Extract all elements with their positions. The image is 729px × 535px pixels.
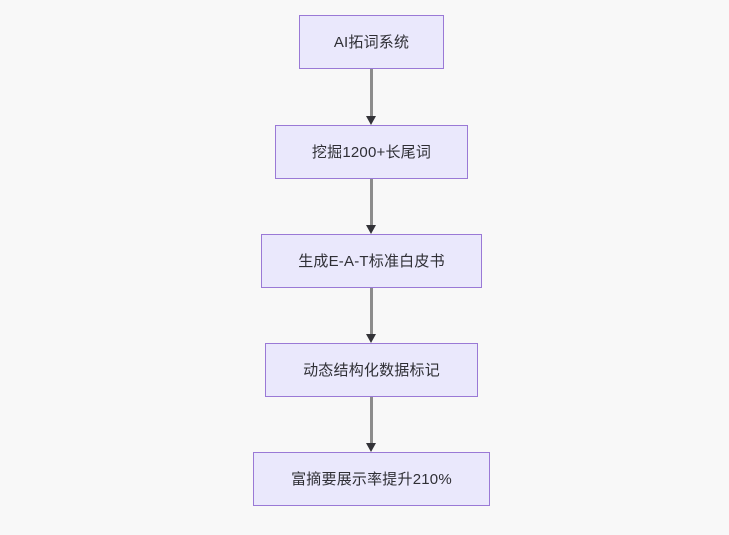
connector-line xyxy=(369,69,373,117)
connector-line xyxy=(369,179,373,226)
arrowhead-icon xyxy=(365,225,376,234)
arrowhead-icon xyxy=(365,334,376,343)
flow-node-label: 富摘要展示率提升210% xyxy=(291,470,452,488)
arrowhead-icon xyxy=(365,116,376,125)
flow-node-ai-keyword-system[interactable]: AI拓词系统 xyxy=(299,15,444,69)
flow-node-label: 动态结构化数据标记 xyxy=(303,361,440,379)
flow-node-label: 生成E-A-T标准白皮书 xyxy=(298,252,445,270)
arrowhead-icon xyxy=(365,443,376,452)
flow-node-label: 挖掘1200+长尾词 xyxy=(311,143,432,161)
flow-node-generate-eat-whitepaper[interactable]: 生成E-A-T标准白皮书 xyxy=(261,234,482,288)
connector-line xyxy=(369,288,373,335)
flow-node-label: AI拓词系统 xyxy=(333,33,410,51)
flow-node-rich-snippet-impression-lift[interactable]: 富摘要展示率提升210% xyxy=(253,452,490,506)
connector-line xyxy=(369,397,373,444)
flow-node-mine-longtail-keywords[interactable]: 挖掘1200+长尾词 xyxy=(275,125,468,179)
flow-node-dynamic-structured-data-markup[interactable]: 动态结构化数据标记 xyxy=(265,343,478,397)
